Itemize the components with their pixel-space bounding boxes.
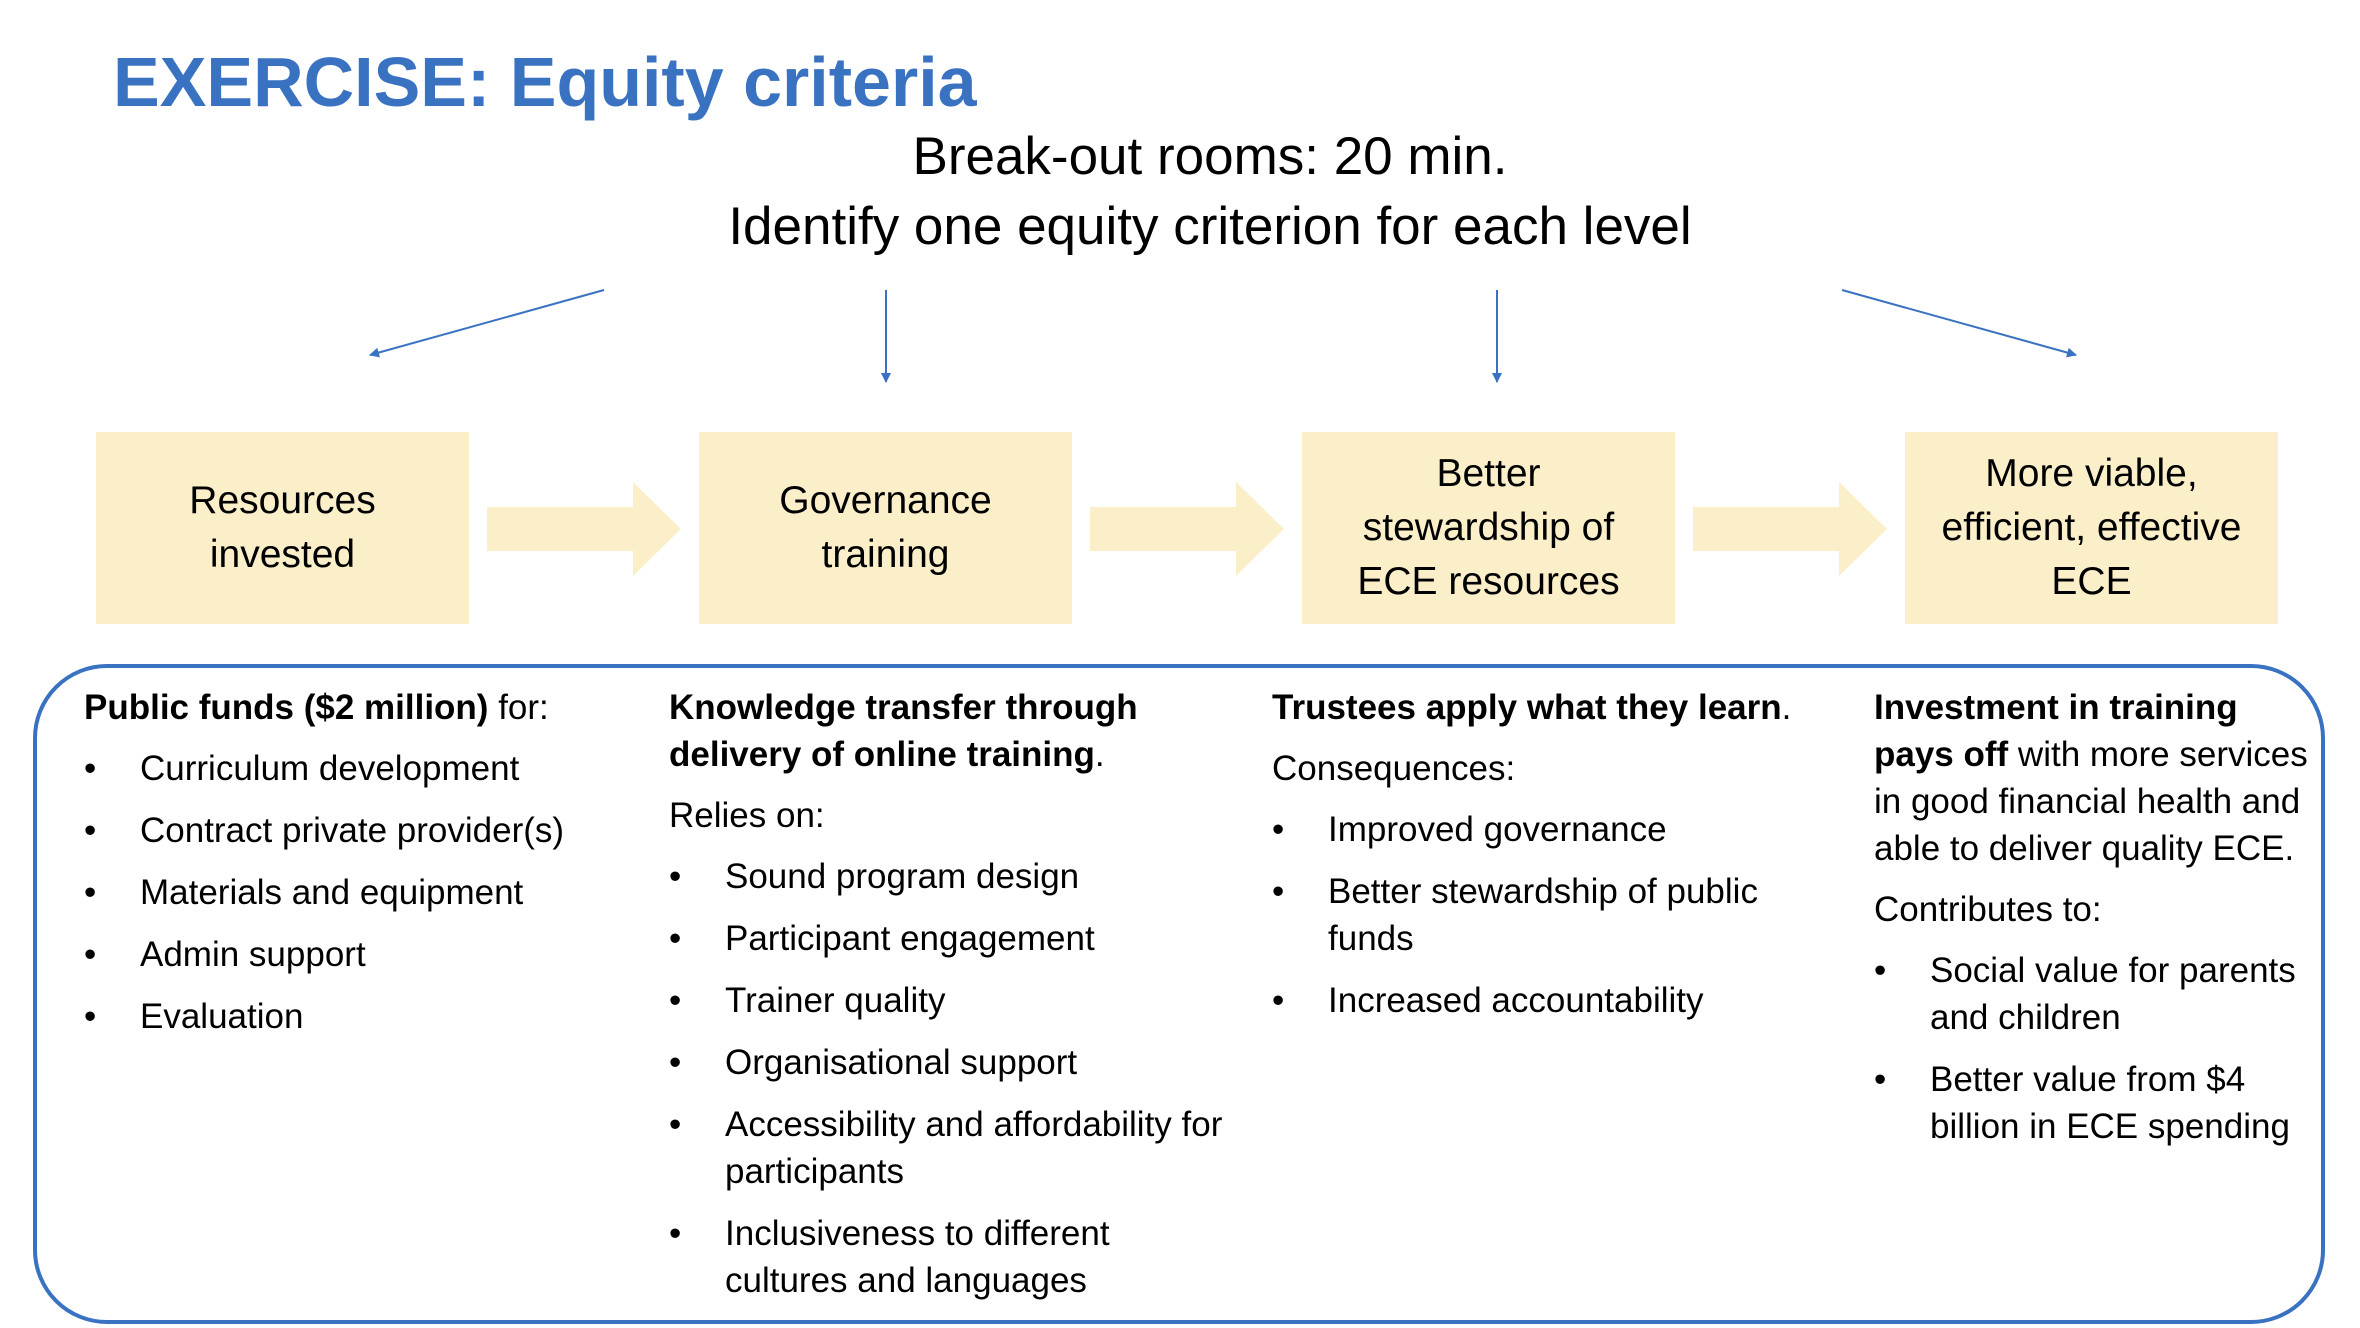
list-item: •Better stewardship of public funds [1272, 868, 1832, 962]
stage-box-governance: Governance training [699, 432, 1072, 624]
column-list: •Social value for parents and children •… [1874, 947, 2314, 1150]
stage-label-line: invested [209, 533, 356, 576]
bullet-icon: • [669, 1043, 682, 1082]
flow-arrow-3 [1693, 482, 1887, 576]
list-item: •Curriculum development [84, 745, 644, 792]
bullet-icon: • [1874, 951, 1887, 990]
bullet-icon: • [669, 1105, 682, 1144]
stage-label-line: stewardship of [1362, 506, 1615, 549]
connector-arrow-4 [1841, 289, 2077, 358]
stage-box-outcome: More viable, efficient, effective ECE [1905, 432, 2278, 624]
column-stewardship: Trustees apply what they learn. Conseque… [1272, 684, 1832, 1039]
bullet-icon: • [669, 919, 682, 958]
list-item: •Increased accountability [1272, 977, 1832, 1024]
bullet-icon: • [84, 873, 97, 912]
list-item: •Inclusiveness to different cultures and… [669, 1210, 1229, 1304]
list-item: •Accessibility and affordability for par… [669, 1101, 1229, 1195]
list-item: •Admin support [84, 931, 644, 978]
stage-label-line: training [821, 533, 950, 576]
stage-label-line: Governance [779, 479, 992, 522]
stage-label-line: ECE [2051, 560, 2132, 603]
bullet-icon: • [1874, 1060, 1887, 1099]
list-item: •Contract private provider(s) [84, 807, 644, 854]
list-item: •Social value for parents and children [1874, 947, 2314, 1041]
bullet-icon: • [669, 981, 682, 1020]
list-item: •Sound program design [669, 853, 1229, 900]
details-panel [33, 664, 2325, 1324]
list-item: •Participant engagement [669, 915, 1229, 962]
column-intro: Relies on: [669, 796, 825, 835]
connector-arrow-1 [369, 289, 605, 358]
stage-label-line: Resources [189, 479, 376, 522]
slide-title: EXERCISE: Equity criteria [113, 43, 977, 121]
column-intro: Contributes to: [1874, 890, 2102, 929]
bullet-icon: • [669, 1214, 682, 1253]
stage-label-line: efficient, effective [1941, 506, 2242, 549]
bullet-icon: • [84, 997, 97, 1036]
list-item: •Trainer quality [669, 977, 1229, 1024]
subtitle-line-1: Break-out rooms: 20 min. [912, 127, 1508, 186]
stage-label-line: ECE resources [1357, 560, 1620, 603]
bullet-icon: • [84, 749, 97, 788]
flow-arrow-1 [487, 482, 681, 576]
column-outcome: Investment in training pays off with mor… [1874, 684, 2314, 1165]
column-heading: Investment in training pays off with mor… [1874, 688, 2308, 868]
column-list: •Sound program design •Participant engag… [669, 853, 1229, 1304]
subtitle-line-2: Identify one equity criterion for each l… [728, 197, 1692, 256]
stage-box-resources: Resources invested [96, 432, 469, 624]
connector-arrows [369, 289, 2077, 383]
flow-arrow-2 [1090, 482, 1284, 576]
column-heading: Knowledge transfer through delivery of o… [669, 688, 1138, 774]
column-governance: Knowledge transfer through delivery of o… [669, 684, 1229, 1319]
column-resources: Public funds ($2 million) for: •Curricul… [84, 684, 644, 1055]
bullet-icon: • [1272, 872, 1285, 911]
column-list: •Improved governance •Better stewardship… [1272, 806, 1832, 1024]
column-heading: Trustees apply what they learn. [1272, 688, 1792, 727]
stage-label-line: Better [1436, 452, 1541, 495]
column-intro: Consequences: [1272, 749, 1516, 788]
bullet-icon: • [1272, 981, 1285, 1020]
stage-box-stewardship: Better stewardship of ECE resources [1302, 432, 1675, 624]
bullet-icon: • [1272, 810, 1285, 849]
column-list: •Curriculum development •Contract privat… [84, 745, 644, 1040]
list-item: •Evaluation [84, 993, 644, 1040]
list-item: •Improved governance [1272, 806, 1832, 853]
bullet-icon: • [84, 935, 97, 974]
list-item: •Organisational support [669, 1039, 1229, 1086]
stage-label-line: More viable, [1985, 452, 2198, 495]
bullet-icon: • [84, 811, 97, 850]
list-item: •Better value from $4 billion in ECE spe… [1874, 1056, 2314, 1150]
list-item: •Materials and equipment [84, 869, 644, 916]
column-heading: Public funds ($2 million) for: [84, 688, 549, 727]
bullet-icon: • [669, 857, 682, 896]
